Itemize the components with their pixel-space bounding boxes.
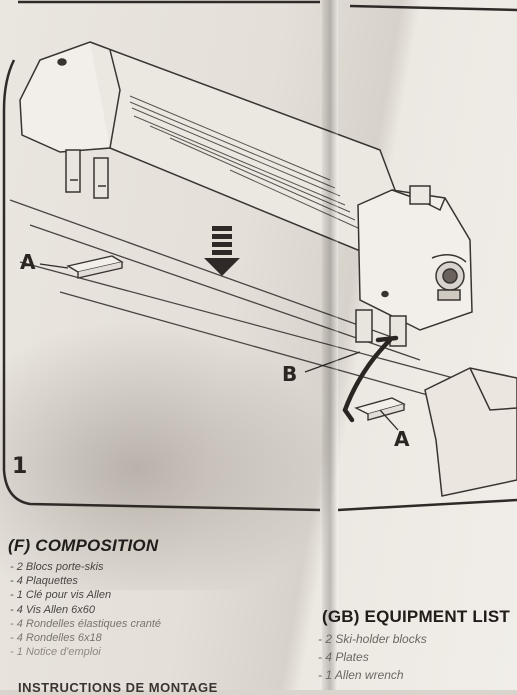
list-item: - 1 Notice d'emploi [10, 646, 101, 659]
list-item: - 1 Clé pour vis Allen [10, 589, 112, 602]
list-item: - 4 Plates [318, 650, 369, 664]
plate-a-left [66, 255, 124, 279]
list-item: - 1 Allen wrench [318, 668, 404, 682]
list-item: - 4 Rondelles élastiques cranté [10, 617, 162, 630]
equipment-list-heading: (GB) EQUIPMENT LIST [322, 607, 510, 626]
down-arrow-icon [204, 226, 240, 276]
ski-holder-block-left [19, 41, 396, 256]
callout-a-right: A [394, 427, 410, 451]
equipment-list: - 2 Ski-holder blocks - 4 Plates - 1 All… [318, 630, 427, 684]
ski-holder-block-right [355, 185, 473, 347]
lock-icon [431, 254, 467, 263]
profile-stripes [129, 95, 359, 229]
list-item: - 4 Vis Allen 6x60 [10, 603, 95, 616]
composition-heading: (F) COMPOSITION [8, 536, 159, 555]
shadow-overlay [0, 320, 340, 590]
callout-a-left: A [20, 250, 36, 274]
list-item: - 4 Rondelles 6x18 [10, 632, 102, 645]
composition-list: - 2 Blocs porte-skis - 4 Plaquettes - 1 … [10, 560, 161, 659]
instructions-heading: INSTRUCTIONS DE MONTAGE [18, 680, 218, 695]
ski-holder-block-second [424, 367, 517, 497]
plate-a-right [354, 397, 406, 421]
figure-number: 1 [12, 454, 28, 479]
assembly-illustration [2, 0, 517, 512]
callout-b: B [282, 362, 298, 386]
allen-wrench [342, 335, 399, 423]
paper-fold [322, 0, 338, 690]
list-item: - 2 Ski-holder blocks [318, 632, 427, 646]
list-item: - 2 Blocs porte-skis [10, 561, 104, 573]
list-item: - 4 Plaquettes [10, 575, 78, 588]
